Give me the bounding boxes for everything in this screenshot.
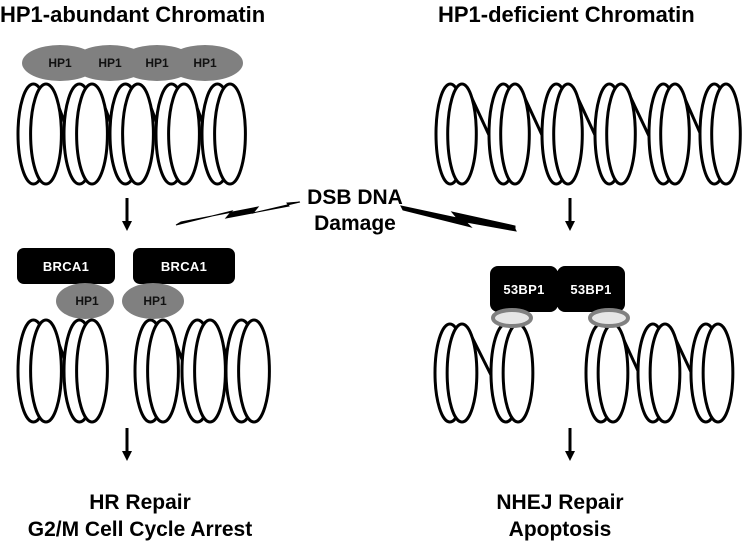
lightning-bolt-right xyxy=(400,205,517,232)
coil-loop-front xyxy=(167,82,201,186)
hp1-protein xyxy=(56,283,114,319)
coil-turn xyxy=(540,82,584,186)
coil-loop-front xyxy=(75,82,109,186)
coil-turn xyxy=(16,318,63,424)
hp1-label: HP1 xyxy=(145,56,169,70)
hp1-label: HP1 xyxy=(143,294,167,308)
coil-loop-front xyxy=(648,322,682,424)
coil-turn xyxy=(636,322,682,424)
chromatin-coil-bottom-right xyxy=(433,322,735,424)
lightning-bolt-left xyxy=(175,201,301,226)
53bp1-box xyxy=(557,266,625,312)
outcome-left-line1: HR Repair xyxy=(89,491,191,514)
title-hp1-deficient: HP1-deficient Chromatin xyxy=(438,2,695,27)
53bp1-complex-right: 53BP1 xyxy=(557,266,630,328)
ring-marker xyxy=(491,308,533,328)
hp1-label: HP1 xyxy=(75,294,99,308)
hp1-label: HP1 xyxy=(98,56,122,70)
coil-turn xyxy=(62,82,109,186)
coil-turn xyxy=(133,318,180,424)
coil-turn xyxy=(434,82,478,186)
coil-turn xyxy=(584,322,630,424)
coil-loop-front xyxy=(446,82,478,186)
hp1-label: HP1 xyxy=(193,56,217,70)
53bp1-label: 53BP1 xyxy=(503,282,544,297)
hp1-protein xyxy=(167,45,243,81)
coil-loop-front xyxy=(499,82,531,186)
outcome-left: HR Repair G2/M Cell Cycle Arrest xyxy=(0,489,280,543)
dsb-label-line1: DSB DNA xyxy=(307,186,403,209)
brca1-label: BRCA1 xyxy=(43,259,89,274)
coil-loop-front xyxy=(75,318,109,424)
brca1-box xyxy=(133,248,235,284)
coil-loop-front xyxy=(701,322,735,424)
coil-loop-front xyxy=(501,322,535,424)
brca1-box xyxy=(17,248,115,284)
coil-turn xyxy=(154,82,201,186)
53bp1-box xyxy=(490,266,558,312)
coil-loop-front xyxy=(237,318,271,424)
outcome-right: NHEJ Repair Apoptosis xyxy=(440,489,680,543)
hp1-row-top-left: HP1 HP1 HP1 HP1 xyxy=(22,45,243,81)
coil-turn xyxy=(200,82,247,186)
53bp1-complex-left: 53BP1 xyxy=(490,266,558,328)
coil-loop-front xyxy=(596,322,630,424)
coil-loop-front xyxy=(659,82,691,186)
coil-turn xyxy=(698,82,742,186)
brca1-complex-left: BRCA1 HP1 xyxy=(17,248,115,319)
coil-loop-front xyxy=(605,82,637,186)
coil-turn xyxy=(689,322,735,424)
coil-loop-front xyxy=(29,318,63,424)
dsb-damage-label: DSB DNA Damage xyxy=(275,185,435,237)
coil-turn xyxy=(647,82,691,186)
coil-turn xyxy=(62,318,109,424)
outcome-right-line2: Apoptosis xyxy=(508,518,612,541)
coil-loop-front xyxy=(710,82,742,186)
coil-loop-front xyxy=(29,82,63,186)
brca1-label: BRCA1 xyxy=(161,259,207,274)
53bp1-label: 53BP1 xyxy=(570,282,611,297)
coil-loop-front xyxy=(121,82,155,186)
coil-turn xyxy=(108,82,155,186)
coil-turn xyxy=(433,322,479,424)
chromatin-coil-top-left xyxy=(16,82,247,186)
hp1-protein xyxy=(122,283,184,319)
coil-loop-front xyxy=(445,322,479,424)
hp1-label: HP1 xyxy=(48,56,72,70)
coil-loop-front xyxy=(146,318,180,424)
coil-turn xyxy=(16,82,63,186)
coil-turn xyxy=(224,318,271,424)
title-hp1-abundant: HP1-abundant Chromatin xyxy=(0,2,266,27)
outcome-right-line1: NHEJ Repair xyxy=(496,491,624,514)
coil-turn xyxy=(487,82,531,186)
dsb-label-line2: Damage xyxy=(314,212,396,235)
chromatin-coil-bottom-left xyxy=(16,318,271,424)
coil-turn xyxy=(593,82,637,186)
chromatin-coil-top-right xyxy=(434,82,742,186)
brca1-complex-right: BRCA1 HP1 xyxy=(122,248,235,319)
outcome-left-line2: G2/M Cell Cycle Arrest xyxy=(27,518,253,541)
ring-marker xyxy=(588,308,630,328)
coil-turn xyxy=(489,322,535,424)
coil-loop-front xyxy=(213,82,247,186)
coil-turn xyxy=(180,318,227,424)
coil-loop-front xyxy=(552,82,584,186)
coil-loop-front xyxy=(193,318,227,424)
